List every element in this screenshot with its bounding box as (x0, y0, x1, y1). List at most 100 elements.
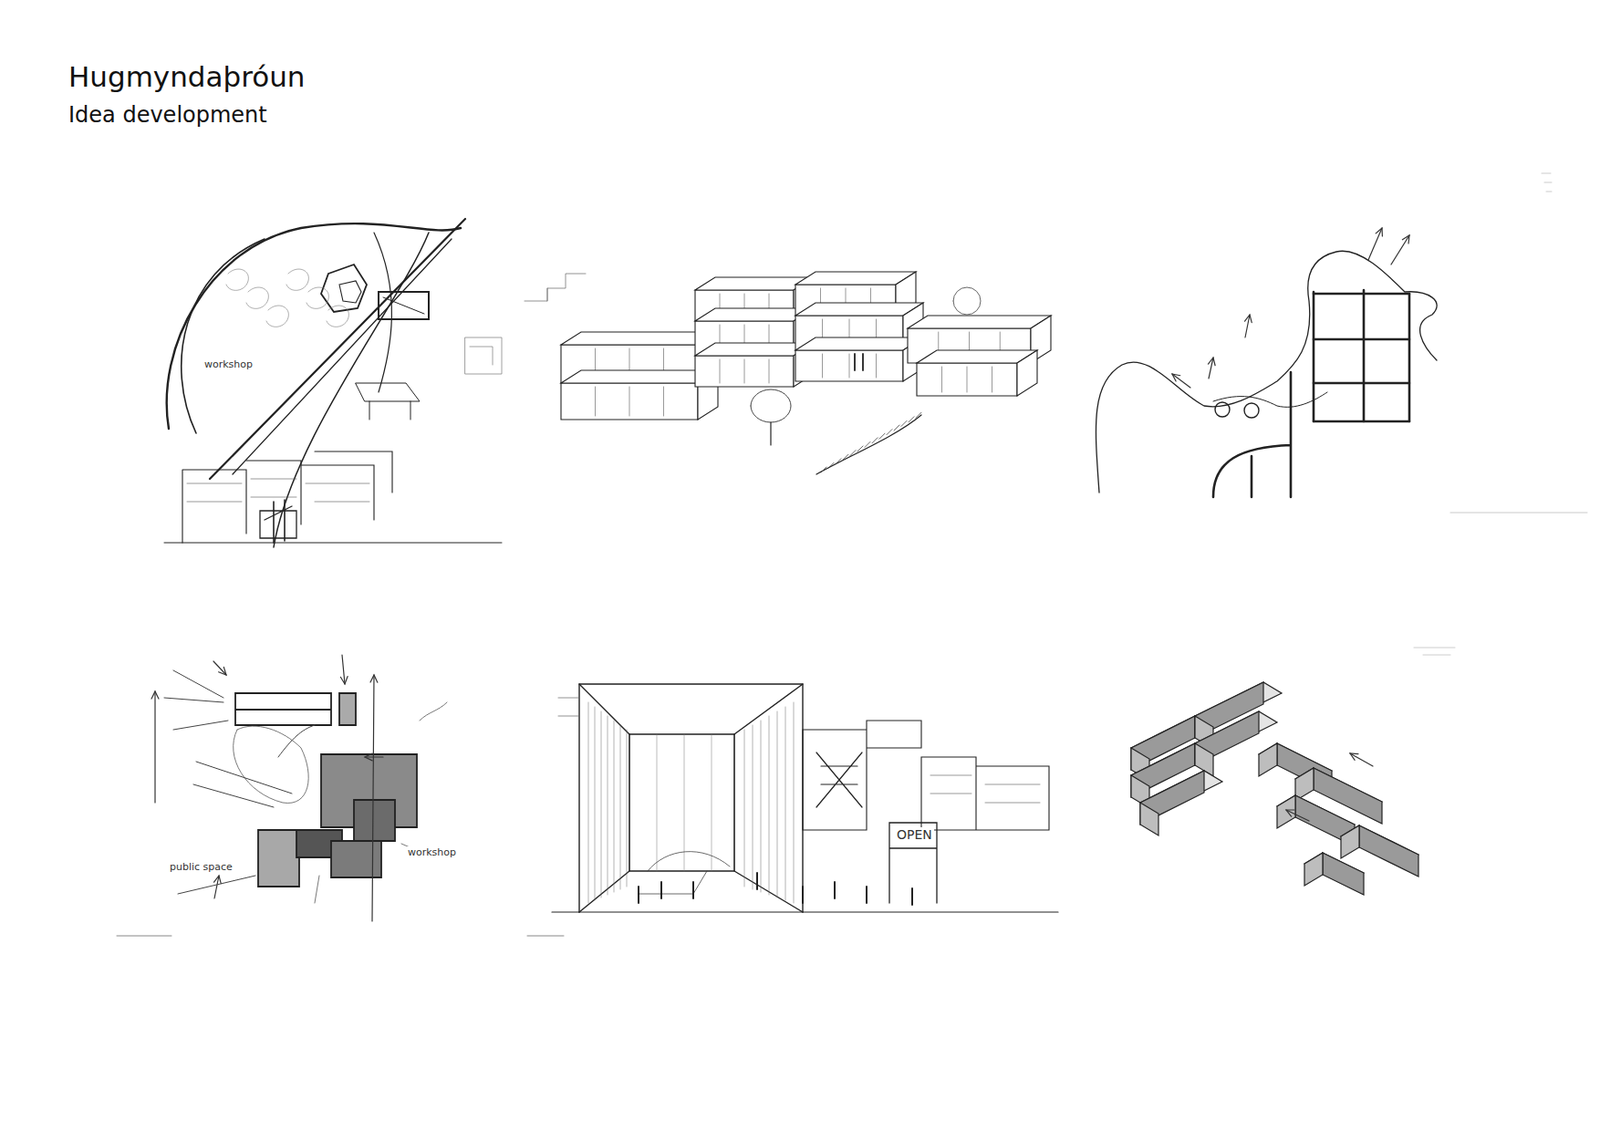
sketch-arrow (1368, 228, 1382, 260)
sketch-line (286, 269, 309, 291)
sketch-line (588, 702, 590, 904)
sketch-line (314, 702, 447, 904)
sketch-line (785, 706, 787, 901)
sketch-line (865, 886, 868, 904)
sketch-line (607, 716, 609, 895)
sketch-line (1413, 647, 1455, 655)
building-side (1017, 350, 1038, 396)
sketch-arrow (364, 756, 384, 758)
sheet-subtitle: Idea development (68, 102, 268, 128)
sketch-line (756, 872, 759, 890)
sketches (116, 173, 1588, 936)
arrow-head (370, 675, 378, 683)
sketch-line (369, 401, 411, 420)
sketch-line (1313, 293, 1410, 422)
sketch-line (842, 454, 849, 460)
sketch-line (116, 935, 564, 937)
sketch-line (835, 458, 842, 465)
sketch-line (872, 437, 878, 444)
sketch-line (339, 280, 362, 303)
sketch-note: workshop (405, 846, 458, 859)
sketch-line (594, 706, 596, 901)
sketch-line (182, 451, 393, 543)
sketch-line (1541, 173, 1552, 192)
block-front (1322, 852, 1364, 895)
sketch-line (637, 886, 640, 904)
sketch-line (769, 422, 771, 446)
sketch-line (321, 264, 367, 312)
sketch-line (278, 725, 315, 758)
facade-line (821, 353, 823, 378)
arrow-head (1375, 228, 1382, 237)
sketch-line (1215, 402, 1259, 418)
sketch-arrow (154, 691, 156, 803)
sketch-arrow (1350, 753, 1373, 767)
sketch-line (752, 725, 754, 890)
sketch-line (579, 684, 803, 913)
sign-text: OPEN (894, 827, 935, 842)
sketch-line (626, 729, 628, 887)
facade-line (663, 386, 665, 416)
sketch-line (1213, 372, 1291, 498)
sketch-line (793, 702, 795, 904)
sketch-line (551, 911, 1059, 913)
sketch-line (816, 752, 863, 808)
facade-line (594, 386, 596, 416)
building-block (795, 350, 904, 382)
sketch-line (164, 542, 502, 544)
sketch-line (620, 725, 622, 890)
sketch-line (857, 446, 863, 452)
sketch-line (1213, 392, 1328, 407)
sketch-line (660, 882, 663, 899)
sketch-line (854, 353, 863, 371)
arrow-head (1245, 314, 1253, 323)
sketch-line (232, 238, 452, 475)
sketch-line (750, 389, 791, 423)
sketch-line (558, 697, 579, 717)
sketch-line (915, 412, 922, 418)
sketch-line (233, 726, 310, 803)
sketch-line (638, 851, 730, 894)
sketch-arrow (1391, 235, 1410, 265)
sketch-line (692, 882, 695, 899)
sketch-note: workshop (202, 358, 255, 371)
sketch-line (306, 287, 329, 309)
arrow-head (218, 666, 227, 676)
sketch-line (802, 720, 1050, 831)
facade-line (991, 366, 993, 393)
sketch-line (744, 729, 746, 887)
sketch-line (879, 433, 885, 439)
sketch-line (768, 716, 770, 895)
sketch-line (273, 499, 285, 543)
sketch-line (828, 462, 834, 468)
sketch-line (166, 223, 461, 429)
facade-line (941, 366, 943, 393)
sketch-line (355, 383, 420, 402)
sketch-line (833, 882, 836, 899)
sketch-line (777, 711, 779, 898)
building-block (916, 363, 1018, 396)
sketch-line (266, 305, 289, 327)
sketch-line (953, 287, 981, 315)
sketch-line (1095, 250, 1437, 493)
facade-line (629, 386, 631, 416)
facade-line (875, 353, 877, 378)
zone-block (331, 841, 382, 878)
zone-block (258, 830, 300, 887)
block-side (1295, 768, 1314, 801)
sketch-line (187, 478, 370, 502)
block-side (1304, 852, 1323, 886)
building-roof (561, 370, 718, 384)
sketch-line (901, 420, 907, 426)
sketch-line (246, 287, 269, 309)
sketch-line (911, 888, 914, 905)
sketch-line (181, 238, 265, 434)
sketch-arrow (372, 675, 375, 922)
sketch-line (760, 720, 762, 893)
sketch-line (629, 734, 735, 872)
sketch-line (886, 429, 893, 436)
sheet-title: Hugmyndaþróun (68, 60, 306, 94)
sketch-line (1408, 293, 1412, 422)
sketch-line (930, 775, 1040, 803)
